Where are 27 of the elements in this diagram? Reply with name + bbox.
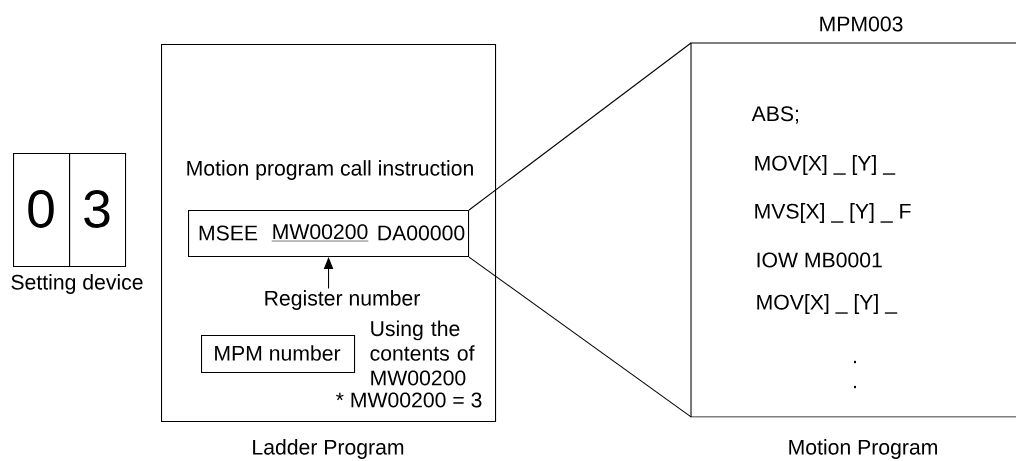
caption-text: Setting device xyxy=(11,274,143,294)
code-line: MOV[X] _ [Y] _ xyxy=(755,155,896,175)
digit-cell xyxy=(69,153,127,268)
register-label: Register number xyxy=(265,290,420,310)
box-text: MW00200 xyxy=(271,224,369,242)
box-text: MPM003 xyxy=(820,16,903,32)
box-text: MPM number xyxy=(215,345,341,361)
code-line: . xyxy=(854,385,856,389)
code-line: . xyxy=(854,360,856,364)
caption-text: Motion Program xyxy=(789,439,937,459)
code-line: MOV[X] _ [Y] _ xyxy=(757,294,898,314)
code-line: IOW MB0001 xyxy=(757,252,882,268)
code-line: MVS[X] _ [Y] _ F xyxy=(755,203,911,223)
digit-cell xyxy=(13,153,71,268)
box-text: MSEE xyxy=(199,225,258,241)
box-text: Motion program call instruction xyxy=(187,160,473,180)
box-text: 3 xyxy=(84,190,110,228)
code-line: ABS; xyxy=(751,106,799,124)
box-text: DA00000 xyxy=(378,225,465,241)
mpm-number-box xyxy=(201,335,356,374)
zoom-line xyxy=(468,42,692,211)
box-text: 0 xyxy=(28,190,54,228)
zoom-line xyxy=(468,256,692,418)
instruction-box xyxy=(188,210,470,258)
caption-text: Ladder Program xyxy=(253,439,404,459)
box-text: * MW00200 = 3 xyxy=(336,392,482,408)
note-text: Using the contents of MW00200 xyxy=(370,320,475,386)
